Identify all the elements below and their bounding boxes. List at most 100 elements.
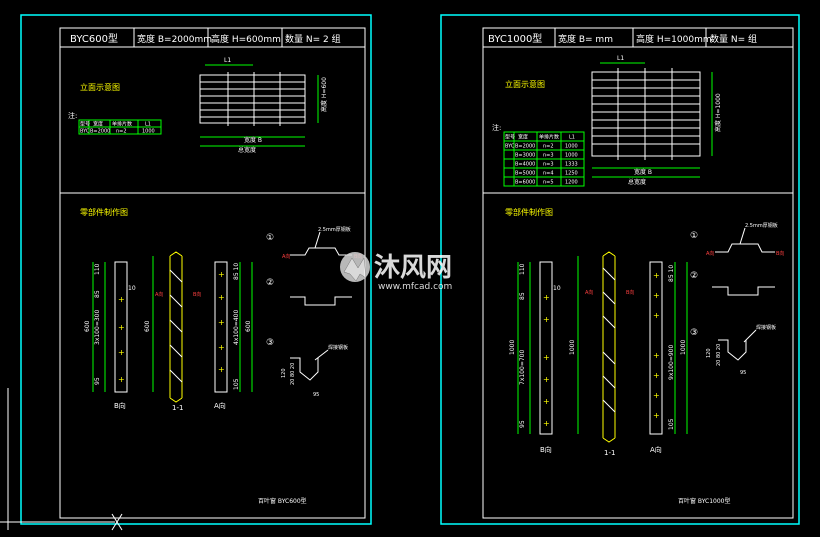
- left-view-label-a: A向: [214, 401, 226, 410]
- left-dim-total-c: 600: [245, 320, 252, 332]
- right-dim-a-1: 85: [519, 292, 526, 300]
- right-dim-a-0: 110: [519, 263, 526, 275]
- right-table-note: 注:: [492, 123, 501, 132]
- left-callouts: ① ② ③ 2.5mm厚钢板 A向 B向 焊接钢板 120 20 80 20 9…: [266, 226, 362, 398]
- right-table-r0c1: B=2000: [515, 144, 535, 150]
- left-c3-dim-2: 95: [313, 392, 319, 398]
- right-title-width: 宽度 B= mm: [558, 33, 613, 45]
- left-table-h3: L1: [145, 122, 151, 128]
- right-table-r2c2: n=3: [543, 162, 554, 168]
- left-table-c3: 1000: [142, 129, 155, 135]
- right-elev-label-l1: L1: [617, 55, 624, 62]
- right-part-b-view: 110 85 7x100=700 95 1000 + + + + + + 10 …: [509, 261, 561, 454]
- left-callout-1: ①: [266, 233, 274, 243]
- right-callout-3-label: 焊接钢板: [756, 324, 776, 331]
- left-part-section-view: 600 1-1 A向 B向: [144, 251, 201, 412]
- left-part-b-view: 110 85 3x100=300 95 600 + + + + 10 B向: [84, 261, 136, 410]
- right-table-r3c1: B=5000: [515, 171, 535, 177]
- left-c3-dim-1: 20 80 20: [290, 363, 296, 385]
- right-table-r1c1: B=3000: [515, 153, 535, 159]
- watermark-url: www.mfcad.com: [378, 282, 452, 292]
- right-table-r4c2: n=5: [543, 180, 554, 186]
- right-letter-c: A向: [706, 250, 714, 257]
- right-table-r0c3: 1000: [565, 144, 578, 150]
- left-table-note: 注:: [68, 111, 77, 120]
- right-table-r2c1: B=4000: [515, 162, 535, 168]
- right-letter-d: B向: [776, 250, 784, 257]
- right-spec-table: 型号 宽度 单排片数 L1 BYC B=2000 n=2 1000 B=3000…: [503, 131, 585, 187]
- left-letter-b: B向: [193, 291, 201, 298]
- left-dim-a-0: 110: [94, 263, 101, 275]
- right-dim-c-2: 105: [668, 418, 675, 430]
- right-elev-label-width: 宽度 B: [634, 168, 652, 176]
- right-table-h0: 型号: [505, 134, 515, 141]
- left-sheet: BYC600型 宽度 B=2000mm 高度 H=600mm 数量 N= 2 组…: [20, 14, 372, 525]
- right-table-r1c2: n=3: [543, 153, 554, 159]
- right-dim-total-c: 1000: [680, 340, 687, 355]
- right-footer-label: 百叶窗 BYC1000型: [678, 497, 731, 505]
- right-sheet-inner-frame: [482, 27, 794, 519]
- right-callout-2: ②: [690, 271, 698, 281]
- left-dim-c-1: 4x100=400: [233, 310, 240, 345]
- left-elevation-drawing: L1 高度 H=600 宽度 B 总宽度: [199, 57, 328, 154]
- svg-text:+: +: [653, 291, 660, 300]
- svg-text:+: +: [218, 365, 225, 374]
- left-title-width: 宽度 B=2000mm: [137, 33, 212, 45]
- left-callout-3: ③: [266, 338, 274, 348]
- right-sheet: BYC1000型 宽度 B= mm 高度 H=1000mm 数量 N= 组 立面…: [440, 14, 800, 525]
- right-part-a-view: + + + + + + + 85 10 9x100=900 105 1000 A…: [649, 261, 688, 454]
- svg-text:+: +: [543, 419, 550, 428]
- left-callout-2: ②: [266, 278, 274, 288]
- right-elevation-drawing: L1 高度 H=1000 宽度 B 总宽度: [591, 55, 722, 186]
- right-title-block: BYC1000型 宽度 B= mm 高度 H=1000mm 数量 N= 组: [483, 28, 793, 48]
- right-table-r0c2: n=2: [543, 144, 554, 150]
- watermark: 沐风网 www.mfcad.com: [340, 252, 452, 292]
- left-title-quantity: 数量 N= 2 组: [285, 33, 341, 45]
- left-table-c0: BYC: [80, 129, 90, 135]
- svg-text:+: +: [653, 311, 660, 320]
- left-view-label-section: 1-1: [172, 404, 183, 412]
- right-view-label-section: 1-1: [604, 449, 615, 457]
- right-letter-a: A向: [585, 289, 593, 296]
- left-dim-c-0: 85 10: [233, 263, 240, 280]
- svg-text:+: +: [218, 318, 225, 327]
- left-letter-a: A向: [155, 291, 163, 298]
- svg-text:+: +: [543, 397, 550, 406]
- right-table-r3c2: n=4: [543, 171, 554, 177]
- svg-text:+: +: [543, 375, 550, 384]
- left-spec-table: 型号 宽度 单排片数 L1 BYC B=2000 n=2 1000: [78, 119, 162, 135]
- left-elev-label-l1: L1: [224, 57, 231, 64]
- left-dim-a-3: 95: [94, 377, 101, 385]
- right-title-height: 高度 H=1000mm: [636, 33, 712, 45]
- svg-text:+: +: [653, 271, 660, 280]
- right-letter-b: B向: [626, 289, 634, 296]
- svg-text:+: +: [543, 315, 550, 324]
- left-elev-label-total: 总宽度: [238, 146, 256, 154]
- watermark-brand: 沐风网: [374, 253, 452, 283]
- ucs-axis-icon: [0, 388, 123, 531]
- left-letter-c: A向: [282, 253, 290, 260]
- right-c3-dim-2: 95: [740, 370, 746, 376]
- left-view-label-b: B向: [114, 401, 126, 410]
- left-table-h2: 单排片数: [112, 121, 132, 128]
- right-table-h1: 宽度: [518, 134, 528, 141]
- right-sheet-outer-frame: [440, 14, 800, 525]
- left-table-c2: n=2: [116, 129, 127, 135]
- right-view-label-b: B向: [540, 445, 552, 454]
- svg-text:+: +: [218, 293, 225, 302]
- svg-text:+: +: [118, 295, 125, 304]
- left-dim-total-b: 600: [144, 320, 151, 332]
- left-c3-dim-0: 120: [281, 368, 287, 378]
- svg-text:+: +: [118, 323, 125, 332]
- right-title-model: BYC1000型: [488, 32, 542, 45]
- left-title-height: 高度 H=600mm: [211, 33, 281, 45]
- right-view-label-a: A向: [650, 445, 662, 454]
- right-callout-1: ①: [690, 231, 698, 241]
- left-title-block: BYC600型 宽度 B=2000mm 高度 H=600mm 数量 N= 2 组: [60, 28, 365, 48]
- svg-text:+: +: [653, 351, 660, 360]
- right-elev-label-height: 高度 H=1000: [714, 93, 722, 132]
- right-c3-dim-1: 20 80 20: [716, 344, 722, 366]
- right-table-h2: 单排片数: [539, 134, 559, 141]
- right-table-r2c3: 1333: [565, 162, 578, 168]
- right-dim-total-b: 1000: [569, 340, 576, 355]
